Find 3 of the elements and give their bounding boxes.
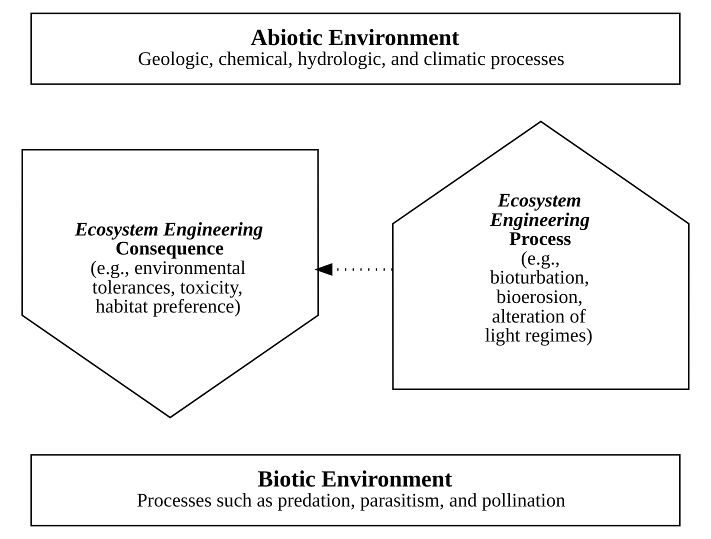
- node-box: Biotic Environment Processes such as predation, parasitism, and pollination: [30, 454, 681, 526]
- node-box: Abiotic Environment Geologic, chemical, hydrologic, and climatic processes: [30, 12, 681, 85]
- arrow: [314, 263, 393, 276]
